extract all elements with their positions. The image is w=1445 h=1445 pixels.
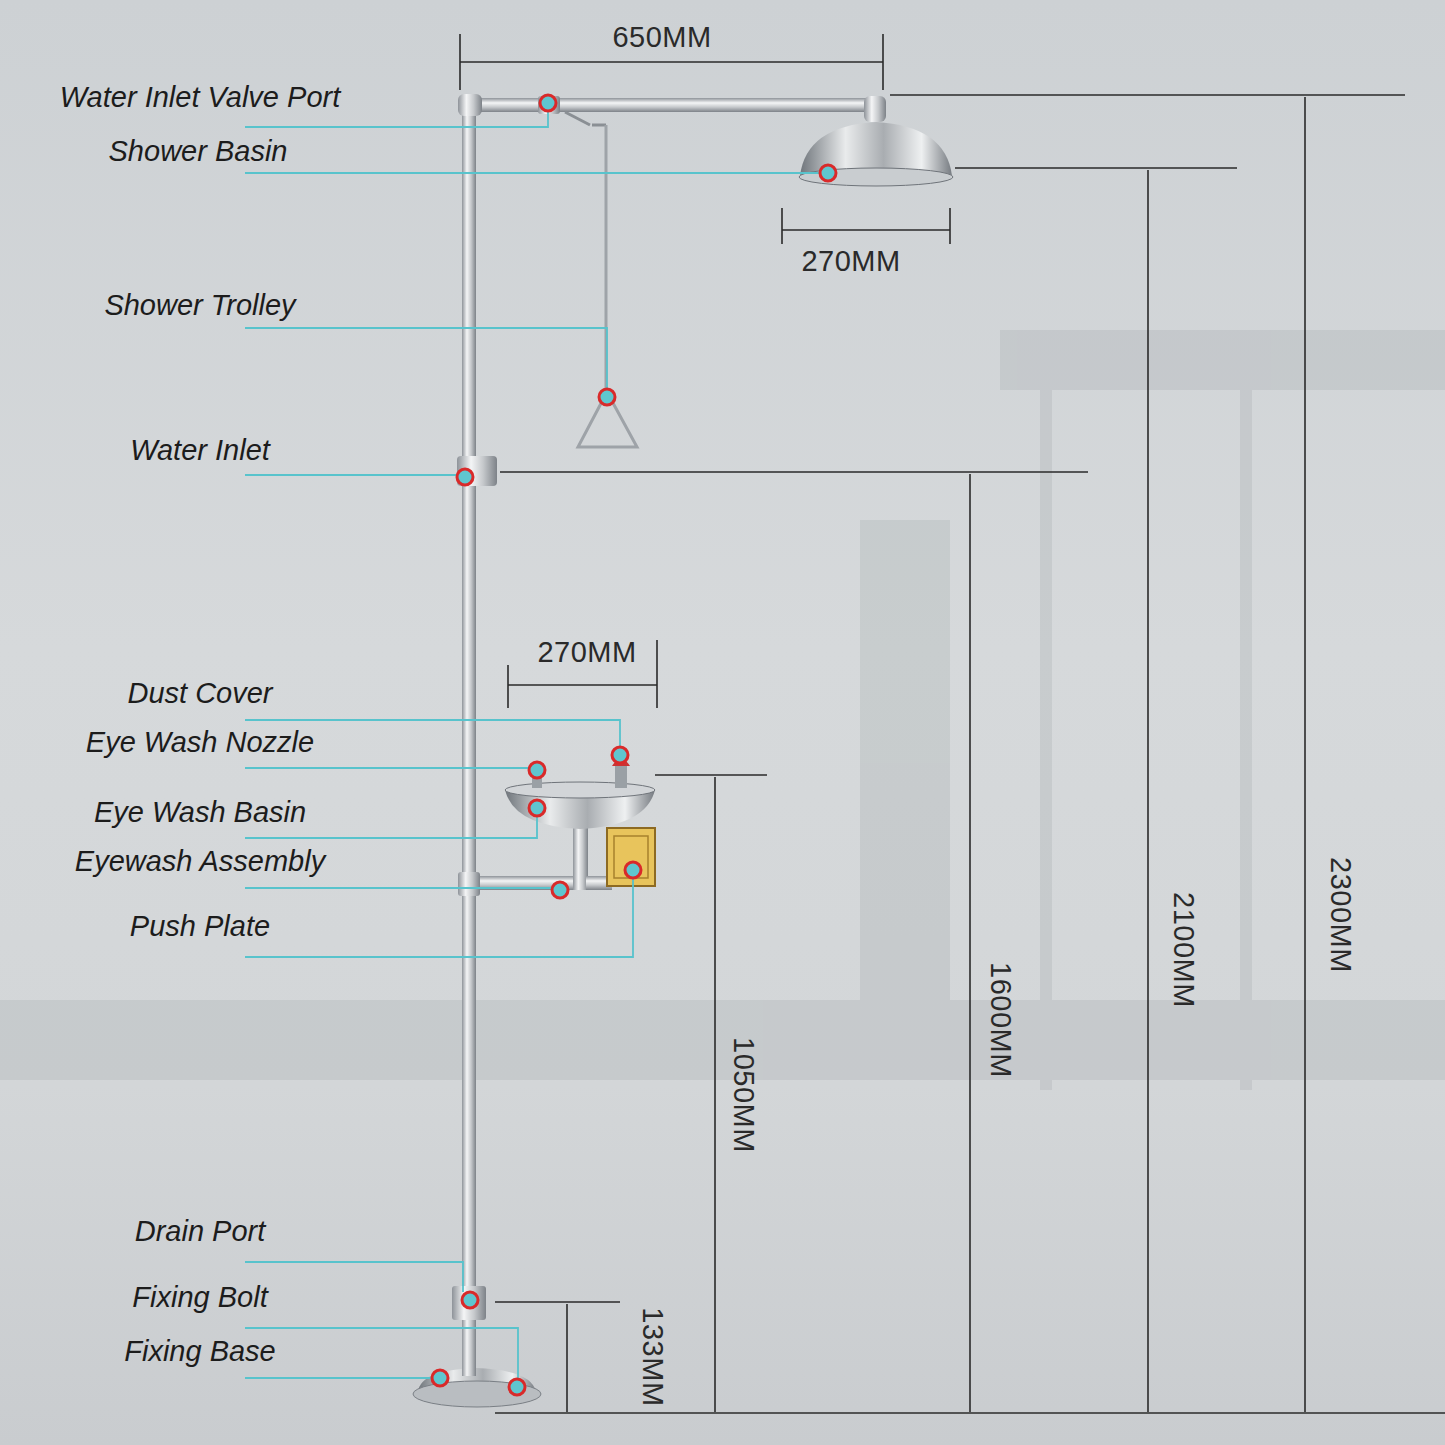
callout-markers-part <box>599 389 615 405</box>
shower-station-part <box>615 766 627 788</box>
background-scenery-part <box>1040 390 1052 1090</box>
callout-markers-part <box>612 747 628 763</box>
callout-markers-part <box>625 862 641 878</box>
dimension-lines-part <box>460 61 883 63</box>
callout-markers-part <box>462 1292 478 1308</box>
shower-station-part <box>614 836 648 878</box>
shower-station-part <box>458 94 482 116</box>
leader-lines-part <box>245 328 607 389</box>
callout-markers-part <box>529 800 545 816</box>
part-label: Drain Port <box>135 1216 266 1248</box>
dimension-lines-part <box>955 167 1237 169</box>
shower-station-part <box>565 112 590 125</box>
part-label: Fixing Base <box>124 1336 276 1368</box>
shower-station-part <box>457 456 497 486</box>
shower-station-part <box>505 782 655 798</box>
part-label: Eyewash Assembly <box>75 846 325 878</box>
shower-station-part <box>452 1286 486 1320</box>
dimension-label: 270MM <box>537 637 636 669</box>
leader-lines-part <box>245 172 820 174</box>
shower-station-part <box>458 872 480 896</box>
callout-markers-part <box>529 762 545 778</box>
dimension-lines-part <box>508 684 657 686</box>
shower-station-part <box>864 96 886 122</box>
part-label: Eye Wash Nozzle <box>86 727 314 759</box>
shower-station-part <box>462 96 476 1376</box>
dimension-lines-part <box>969 474 971 1412</box>
dimension-label: 650MM <box>612 22 711 54</box>
background-scenery-part <box>1000 330 1445 390</box>
dimension-lines-part <box>459 34 461 90</box>
leader-lines-part <box>245 878 633 957</box>
dimension-lines-part <box>782 229 950 231</box>
leader-lines-part <box>245 1262 463 1292</box>
dimension-lines-part <box>495 1301 620 1303</box>
callout-markers-part <box>509 1379 525 1395</box>
shower-station-part <box>573 824 588 890</box>
dimension-lines-part <box>507 665 509 708</box>
part-label: Shower Basin <box>109 136 288 168</box>
callout-markers-part <box>820 165 836 181</box>
leader-lines-part <box>245 1377 432 1379</box>
leader-lines-part <box>245 112 548 127</box>
shower-station-part <box>462 98 882 112</box>
dimension-lines-part <box>655 774 767 776</box>
dimension-lines-part <box>890 94 1405 96</box>
callout-markers-part <box>432 1370 448 1386</box>
dimension-lines-part <box>882 34 884 90</box>
shower-station-part <box>607 828 655 886</box>
dimension-label: 1600MM <box>984 962 1016 1078</box>
background-scenery-part <box>0 1000 1445 1080</box>
leader-lines-part <box>245 474 457 476</box>
dimension-lines-part <box>566 1304 568 1412</box>
leader-lines-part <box>245 1328 518 1379</box>
callout-markers-part <box>540 95 556 111</box>
callout-markers <box>432 95 836 1395</box>
dimension-lines-part <box>714 777 716 1412</box>
dimension-lines <box>460 34 1445 1413</box>
part-label: Fixing Bolt <box>132 1282 267 1314</box>
dimension-lines-part <box>500 471 1088 473</box>
dimension-lines-part <box>1304 97 1306 1412</box>
leader-lines <box>245 112 820 1379</box>
dimension-lines-part <box>949 208 951 244</box>
background-scenery-part <box>1240 390 1252 1090</box>
dimension-lines-part <box>656 640 658 708</box>
shower-station-part <box>592 124 606 127</box>
leader-lines-part <box>245 767 529 769</box>
part-label: Water Inlet Valve Port <box>60 82 340 114</box>
part-label: Shower Trolley <box>104 290 295 322</box>
part-label: Eye Wash Basin <box>94 797 306 829</box>
callout-markers-part <box>457 469 473 485</box>
dimension-lines-part <box>781 208 783 244</box>
background-scenery <box>0 330 1445 1090</box>
part-label: Push Plate <box>130 911 270 943</box>
part-label: Dust Cover <box>127 678 272 710</box>
shower-station <box>413 94 953 1407</box>
background-scenery-part <box>860 520 950 1080</box>
dimension-label: 2300MM <box>1324 857 1356 973</box>
dimension-label: 1050MM <box>727 1037 759 1153</box>
dimension-lines-part <box>495 1412 1445 1414</box>
callout-markers-part <box>552 882 568 898</box>
shower-station-part <box>538 96 560 114</box>
dimension-label: 133MM <box>636 1307 668 1406</box>
dimension-label: 2100MM <box>1167 892 1199 1008</box>
part-label: Water Inlet <box>130 435 270 467</box>
dimension-label: 270MM <box>801 246 900 278</box>
leader-lines-part <box>245 887 552 889</box>
dimension-lines-part <box>1147 170 1149 1412</box>
